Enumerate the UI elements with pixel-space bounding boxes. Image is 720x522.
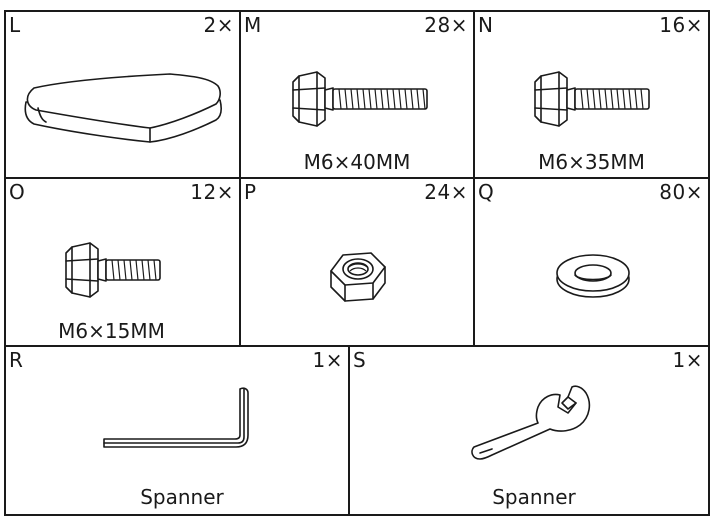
part-cell-l: L 2× (6, 12, 239, 177)
parts-sheet: L 2× M 28× M6×40MM N (4, 10, 710, 516)
tool-label: Spanner (492, 485, 576, 509)
part-quantity: 1× (312, 348, 343, 372)
part-cell-m: M 28× M6×40MM (241, 12, 473, 177)
part-quantity: 12× (190, 180, 234, 204)
wrench-icon (468, 373, 598, 467)
column-divider (239, 12, 241, 346)
part-size-label: M6×35MM (538, 150, 645, 174)
part-letter: L (9, 13, 21, 37)
part-cell-r: R 1× Spanner (6, 347, 348, 514)
part-letter: M (244, 13, 262, 37)
row-divider (6, 345, 708, 347)
allen-key-icon (100, 385, 256, 461)
row-divider (6, 177, 708, 179)
part-size-label: M6×40MM (303, 150, 411, 174)
hex-bolt-icon (531, 70, 653, 132)
part-letter: O (9, 180, 25, 204)
tool-label: Spanner (140, 485, 224, 509)
part-cell-p: P 24× (241, 179, 473, 345)
part-quantity: 1× (672, 348, 703, 372)
washer-icon (553, 251, 633, 305)
part-quantity: 28× (424, 13, 468, 37)
column-divider (348, 346, 350, 514)
part-letter: N (478, 13, 493, 37)
part-letter: S (353, 348, 366, 372)
part-cell-s: S 1× Spanner (350, 347, 708, 514)
part-cell-n: N 16× M6×35MM (475, 12, 708, 177)
hex-nut-icon (325, 249, 391, 309)
pad-icon (20, 68, 226, 148)
part-quantity: 2× (203, 13, 234, 37)
part-letter: P (244, 180, 257, 204)
part-quantity: 80× (659, 180, 703, 204)
part-size-label: M6×15MM (58, 319, 165, 343)
part-letter: Q (478, 180, 494, 204)
hex-bolt-icon (62, 241, 164, 303)
column-divider (473, 12, 475, 346)
hex-bolt-icon (289, 70, 431, 132)
part-cell-o: O 12× M6×15MM (6, 179, 239, 345)
part-letter: R (9, 348, 23, 372)
part-quantity: 24× (424, 180, 468, 204)
part-cell-q: Q 80× (475, 179, 708, 345)
part-quantity: 16× (659, 13, 703, 37)
